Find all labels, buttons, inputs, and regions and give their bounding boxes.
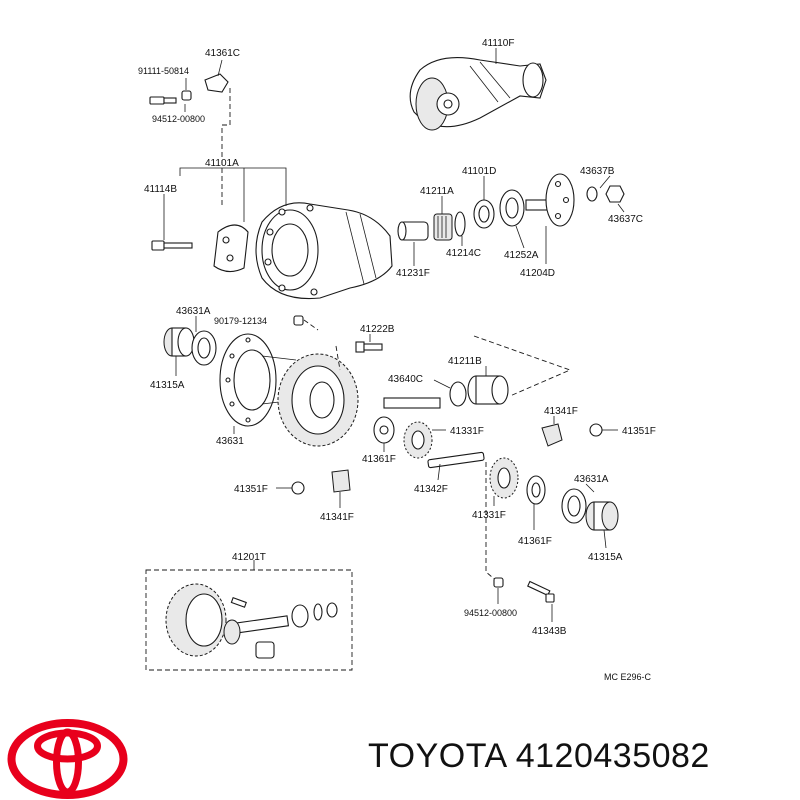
part-number: 4120435082	[515, 737, 710, 775]
label-41211B: 41211B	[448, 356, 482, 367]
label-41341F-a: 41341F	[544, 406, 578, 417]
label-41231F: 41231F	[396, 268, 430, 279]
oil-seal-41252A	[499, 189, 525, 227]
brand-name: TOYOTA	[368, 737, 506, 775]
label-41114B: 41114B	[144, 184, 177, 195]
label-41351F-a: 41351F	[622, 426, 656, 437]
label-41211A: 41211A	[420, 186, 454, 197]
diagram-reference-code: MC E296-C	[604, 672, 652, 682]
label-41204D: 41204D	[520, 268, 555, 279]
label-41110F: 41110F	[482, 38, 514, 49]
label-41351F-b: 41351F	[234, 484, 268, 495]
label-41331F-a: 41331F	[450, 426, 484, 437]
washer-90179	[293, 315, 304, 326]
label-43631: 43631	[216, 436, 244, 447]
label-41361F-b: 41361F	[518, 536, 552, 547]
shim-43640C	[449, 381, 467, 407]
label-41201T: 41201T	[232, 552, 266, 563]
ring-pinion-set-box	[145, 560, 353, 671]
label-43631A-right: 43631A	[574, 474, 609, 485]
label-43637B: 43637B	[580, 166, 615, 177]
bearing-41315A-right	[585, 501, 619, 531]
label-94512-00800-top: 94512-00800	[152, 114, 205, 124]
bearing-41211B	[467, 375, 509, 405]
side-gear-41331F-b	[489, 457, 519, 499]
bearing-41315A-left	[163, 327, 195, 357]
housing-41101A	[255, 202, 393, 300]
label-41252A: 41252A	[504, 250, 539, 261]
label-43637C: 43637C	[608, 214, 643, 225]
label-41331F-b: 41331F	[472, 510, 506, 521]
race-43631A-left	[191, 330, 217, 366]
label-94512-00800-bottom: 94512-00800	[464, 608, 517, 618]
label-41315A-left: 41315A	[150, 380, 185, 391]
flange-41204D	[525, 173, 575, 227]
thrust-washer-41361F-a	[373, 416, 395, 444]
race-43631A-right	[561, 488, 587, 524]
label-43640C: 43640C	[388, 374, 423, 385]
bearing-cap-41101A	[213, 224, 249, 273]
spacer-41231F	[397, 221, 429, 241]
side-gear-41331F-a	[403, 421, 433, 459]
label-90179-12134: 90179-12134	[214, 316, 267, 326]
lock-plate-41361C	[204, 73, 229, 93]
pinion-gear-41341F-b	[331, 469, 351, 493]
bolt-41343B	[527, 580, 555, 603]
pinion-shaft-center	[383, 397, 441, 409]
pinion-gear-41341F-a	[541, 423, 563, 447]
label-41101D: 41101D	[462, 166, 496, 177]
toyota-logo-icon	[7, 719, 128, 799]
bolt-91111	[149, 96, 177, 105]
label-41222B: 41222B	[360, 324, 395, 335]
label-91111-50814: 91111-50814	[138, 66, 189, 76]
ring-gear-41201T	[277, 353, 359, 447]
label-41342F: 41342F	[414, 484, 448, 495]
label-41101A: 41101A	[205, 158, 239, 169]
washer-43637B	[586, 186, 598, 202]
washer-94512-bottom	[493, 577, 504, 588]
bolt-41114B	[151, 240, 193, 251]
label-41214C: 41214C	[446, 248, 481, 259]
washer-94512-top	[181, 90, 192, 101]
washer-41351F-b	[291, 481, 305, 495]
nut-43637C	[605, 185, 625, 203]
label-43631A-left: 43631A	[176, 306, 211, 317]
bearing-41211A	[433, 213, 453, 241]
thrust-washer-41361F-b	[526, 475, 546, 505]
pinion-shaft-41342F	[427, 451, 485, 469]
label-41361F-a: 41361F	[362, 454, 396, 465]
label-41343B: 41343B	[532, 626, 567, 637]
shim-41214C	[454, 211, 466, 237]
label-41361C: 41361C	[205, 48, 240, 59]
seal-41101D	[473, 199, 495, 229]
ring-gear-set	[165, 583, 338, 659]
carrier-assembly-41110F	[409, 57, 547, 131]
brand-and-part-number: TOYOTA 4120435082	[368, 737, 710, 776]
label-41315A-right: 41315A	[588, 552, 623, 563]
washer-41351F-a	[589, 423, 603, 437]
bolt-41222B	[355, 341, 383, 353]
label-41341F-b: 41341F	[320, 512, 354, 523]
